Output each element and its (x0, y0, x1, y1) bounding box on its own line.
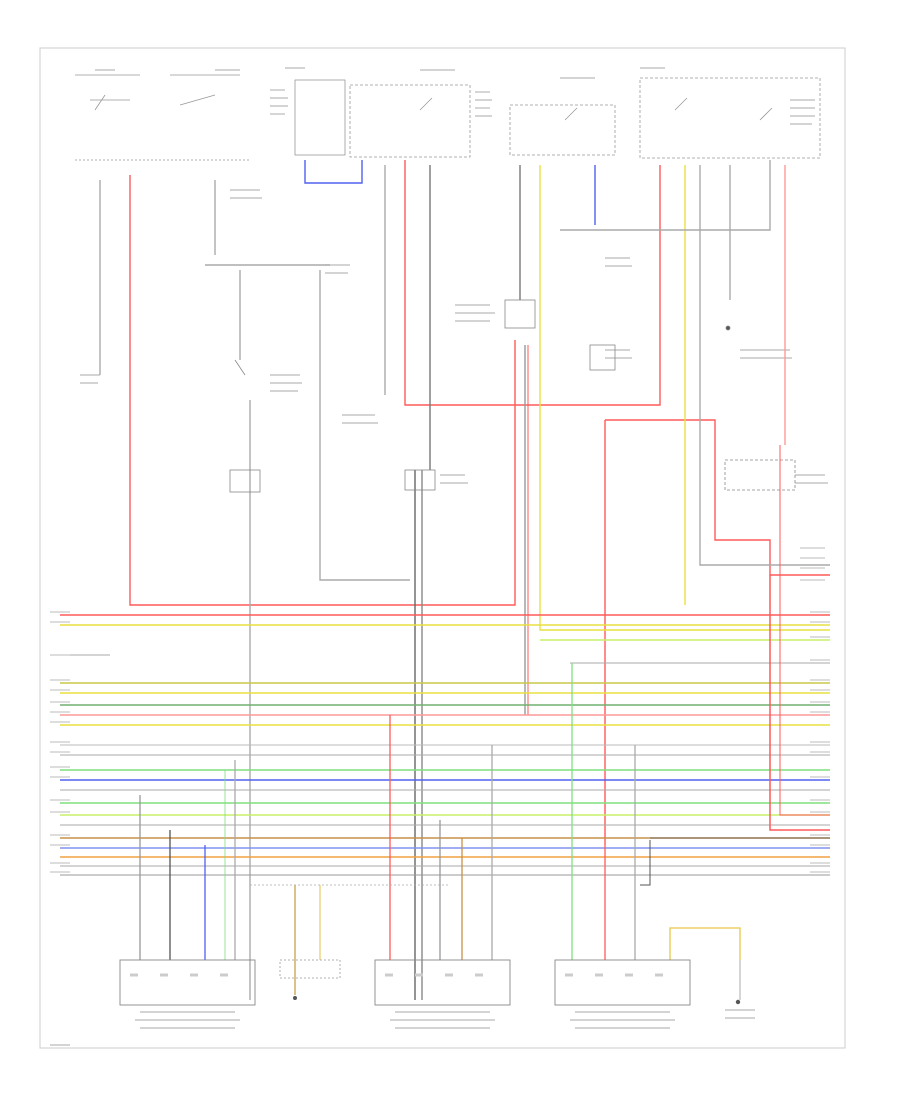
wire-yellow-1 (539, 165, 830, 631)
top-components (75, 74, 821, 161)
sensor-drops (139, 663, 741, 995)
upper-wires (99, 160, 830, 1000)
middle-sensor (374, 959, 511, 1029)
left-sensor (119, 959, 256, 1029)
center-connector (279, 959, 341, 1000)
wire-blue-top (304, 160, 363, 184)
wire-red-right (605, 419, 830, 576)
ground-icon (735, 999, 741, 1005)
wire-red-mid (404, 160, 661, 406)
wire-red-left (129, 175, 516, 606)
ground-point (725, 960, 755, 1019)
mid-components (229, 299, 796, 493)
right-sensor (554, 959, 691, 1029)
bus-label-marks (50, 547, 830, 873)
bus-wires (60, 445, 830, 886)
diagram-frame (39, 47, 846, 1049)
label-marks (50, 67, 828, 1046)
